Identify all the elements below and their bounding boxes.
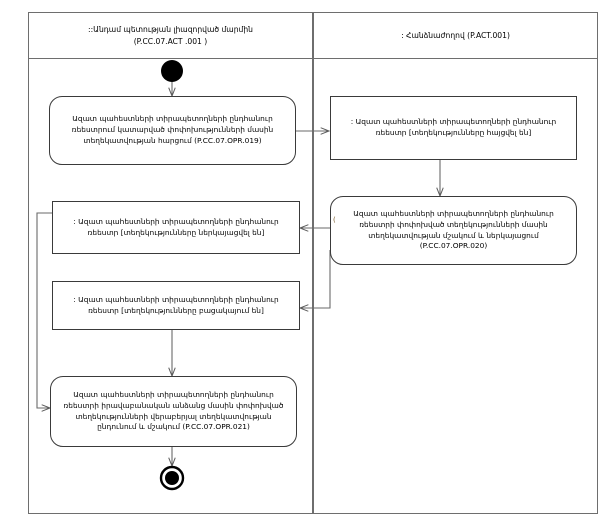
object-node-registry-absent[interactable]: : Ազատ պահեստների տիրապետողների ընդհանու…: [52, 281, 300, 330]
stray-glyph-artifact: (: [333, 216, 336, 224]
lane-label-line1: ::Անդամ պետության լիազորված մարմին: [88, 25, 253, 35]
lane-label-line2: (P.CC.07.ACT .001 ): [133, 36, 208, 46]
activity-node-opr-020-label: Ազատ պահեստների տիրապետողների ընդհանուր …: [353, 209, 554, 251]
activity-node-opr-021[interactable]: Ազատ պահեստների տիրապետողների ընդհանուր …: [50, 376, 297, 447]
activity-node-opr-020[interactable]: Ազատ պահեստների տիրապետողների ընդհանուր …: [330, 196, 577, 265]
lane-header-member-state-authority: ::Անդամ պետության լիազորված մարմին (P.CC…: [28, 12, 313, 59]
activity-node-opr-021-label: Ազատ պահեստների տիրապետողների ընդհանուր …: [63, 390, 284, 432]
activity-node-opr-019[interactable]: Ազատ պահեստների տիրապետողների ընդհանուր …: [49, 96, 296, 165]
object-node-registry-requested[interactable]: : Ազատ պահեստների տիրապետողների ընդհանու…: [330, 96, 577, 160]
object-node-registry-requested-label: : Ազատ պահեստների տիրապետողների ընդհանու…: [350, 117, 557, 137]
object-node-registry-submitted[interactable]: : Ազատ պահեստների տիրապետողների ընդհանու…: [52, 201, 300, 254]
object-node-registry-submitted-label: : Ազատ պահեստների տիրապետողների ընդհանու…: [73, 216, 279, 237]
lane-header-label-right: : Հանձնաժողով (P.ACT.001): [401, 30, 510, 40]
lane-header-label-left: ::Անդամ պետության լիազորված մարմին (P.CC…: [88, 24, 253, 47]
lane-header-commission: : Հանձնաժողով (P.ACT.001): [313, 12, 598, 59]
object-node-registry-absent-label: : Ազատ պահեստների տիրապետողների ընդհանու…: [73, 294, 279, 315]
activity-node-opr-019-label: Ազատ պահեստների տիրապետողների ընդհանուր …: [71, 114, 274, 145]
